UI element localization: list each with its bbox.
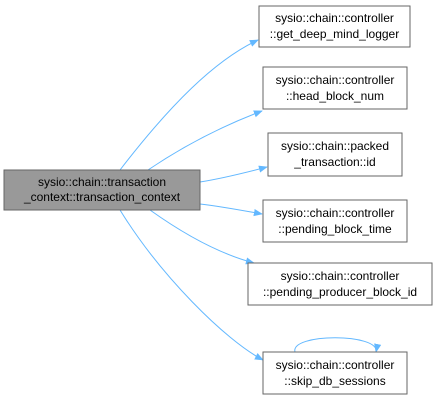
edges-layer: [119, 39, 382, 361]
root-node-label-line-2: _context::transaction_context: [23, 190, 181, 204]
callee-node-head-block-num[interactable]: sysio::chain::controller ::head_block_nu…: [262, 66, 408, 110]
callee-node-label-line-1: sysio::chain::packed: [281, 139, 389, 153]
callee-node-get-deep-mind-logger[interactable]: sysio::chain::controller ::get_deep_mind…: [258, 5, 411, 48]
callee-node-box: [267, 132, 403, 177]
callee-node-label-line-2: ::pending_block_time: [278, 222, 392, 236]
callee-node-label-line-1: sysio::chain::controller: [275, 11, 394, 25]
self-call-edge: [294, 337, 382, 353]
callee-node-label-line-2: _transaction::id: [293, 155, 375, 169]
call-edge: [199, 165, 268, 183]
root-node-label-line-1: sysio::chain::transaction: [38, 175, 166, 189]
root-node-box: [3, 169, 201, 211]
callee-node-label-line-2: ::head_block_num: [286, 89, 384, 103]
callee-node-label-line-2: ::pending_producer_block_id: [263, 285, 417, 299]
callee-node-label-line-1: sysio::chain::controller: [276, 73, 395, 87]
call-edge: [199, 203, 263, 217]
callee-node-box: [262, 351, 408, 395]
callee-node-label-line-2: ::skip_db_sessions: [284, 374, 385, 388]
callee-node-pending-producer-block-id[interactable]: sysio::chain::controller ::pending_produ…: [247, 262, 433, 306]
call-edge: [119, 39, 259, 171]
call-edge: [147, 110, 263, 171]
callee-node-packed-transaction-id[interactable]: sysio::chain::packed _transaction::id: [267, 132, 403, 177]
callee-node-label-line-1: sysio::chain::controller: [281, 269, 400, 283]
callee-node-label-line-2: ::get_deep_mind_logger: [270, 27, 399, 41]
callee-node-label-line-1: sysio::chain::controller: [276, 206, 395, 220]
callee-node-label-line-1: sysio::chain::controller: [276, 358, 395, 372]
call-edge: [119, 209, 264, 361]
callee-node-box: [247, 262, 433, 306]
callee-node-box: [258, 5, 411, 48]
call-edge: [149, 209, 255, 265]
callee-node-skip-db-sessions[interactable]: sysio::chain::controller ::skip_db_sessi…: [262, 351, 408, 395]
root-node[interactable]: sysio::chain::transaction _context::tran…: [3, 169, 201, 211]
callee-node-box: [262, 199, 408, 243]
callee-node-pending-block-time[interactable]: sysio::chain::controller ::pending_block…: [262, 199, 408, 243]
callee-node-box: [262, 66, 408, 110]
